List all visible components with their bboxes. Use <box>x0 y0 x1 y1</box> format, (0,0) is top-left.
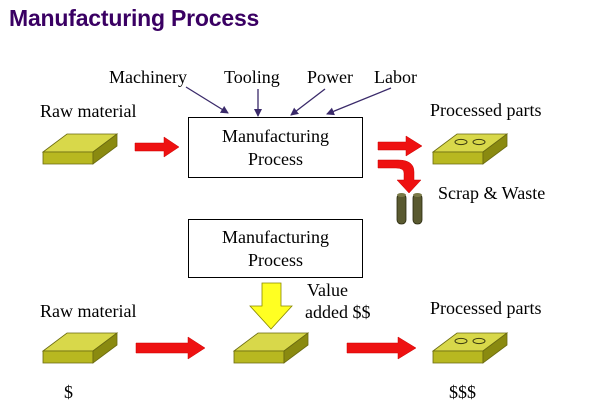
input-label-machinery: Machinery <box>109 67 187 87</box>
page-title: Manufacturing Process <box>9 5 260 31</box>
process-box-top-line2: Process <box>248 149 303 169</box>
red-arrow-top-in <box>134 136 180 158</box>
in-process-block-bottom <box>232 332 310 364</box>
processed-parts-label-bottom: Processed parts <box>430 298 542 318</box>
red-arrow-bottom-out <box>346 336 417 360</box>
process-box-bottom-line1: Manufacturing <box>222 227 329 247</box>
process-box-bottom: Manufacturing Process <box>188 219 363 278</box>
scrap-waste-label: Scrap & Waste <box>438 183 546 203</box>
process-box-bottom-line2: Process <box>248 250 303 270</box>
yellow-arrow-value-added <box>249 282 293 330</box>
input-label-power: Power <box>307 67 353 87</box>
process-box-top-line1: Manufacturing <box>222 126 329 146</box>
power-arrow <box>290 88 326 116</box>
raw-material-label-bottom: Raw material <box>40 301 137 321</box>
red-arrow-top-out <box>377 135 423 157</box>
value-added-line1: Value <box>307 280 348 300</box>
red-arrow-bottom-in <box>135 336 206 360</box>
scrap-bins <box>396 193 423 225</box>
red-arrow-scrap <box>377 159 422 194</box>
input-label-labor: Labor <box>374 67 417 87</box>
value-added-line2: added $$ <box>305 302 371 322</box>
output-value-label: $$$ <box>449 382 476 402</box>
processed-parts-block-bottom <box>431 332 509 364</box>
input-arrows <box>185 86 392 117</box>
processed-parts-label-top: Processed parts <box>430 100 542 120</box>
input-label-tooling: Tooling <box>224 67 280 87</box>
raw-material-label-top: Raw material <box>40 101 137 121</box>
raw-material-block-top <box>41 133 119 165</box>
raw-material-block-bottom <box>41 332 119 364</box>
machinery-arrow <box>185 86 229 114</box>
processed-parts-block-top <box>431 133 509 165</box>
process-box-top: Manufacturing Process <box>188 117 363 178</box>
labor-arrow <box>326 87 392 116</box>
raw-value-label: $ <box>64 382 73 402</box>
